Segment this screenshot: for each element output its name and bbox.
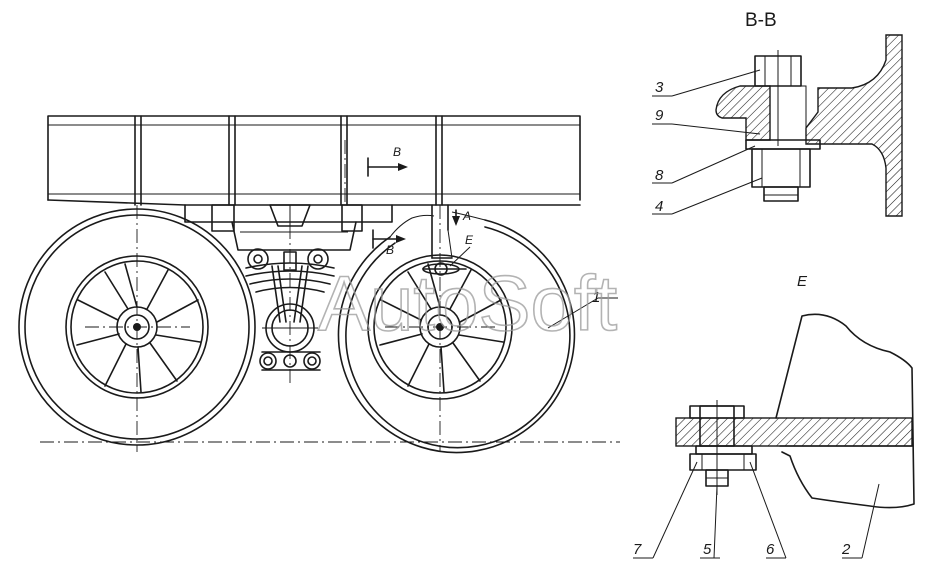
nut-4 — [751, 148, 811, 202]
callout-5: 5 — [700, 485, 720, 559]
mounting-plate — [675, 417, 913, 447]
bolt-5 — [689, 400, 745, 495]
section-mark-upper: B — [367, 145, 408, 177]
callout-3: 3 — [652, 69, 761, 97]
callout-4: 4 — [652, 177, 763, 215]
callout-label-6: 6 — [766, 541, 775, 558]
view-label-a: A — [462, 209, 471, 223]
frame-ribs — [134, 115, 443, 206]
watermark-text: AutoSoft — [318, 259, 618, 347]
part-2-outline — [775, 313, 915, 509]
callout-label-2: 2 — [841, 541, 851, 558]
callout-label-4: 4 — [655, 198, 663, 215]
mounting-area-e — [422, 204, 467, 276]
section-mark-lower: B — [372, 229, 406, 257]
callout-1: 1 — [547, 289, 618, 329]
callout-label-5: 5 — [703, 541, 712, 558]
section-bb-title: B-B — [745, 10, 777, 31]
section-label-lower: B — [386, 243, 394, 257]
detail-e-view: E 7 5 — [633, 273, 915, 559]
callout-7: 7 — [633, 461, 698, 559]
suspension-bracket — [184, 204, 393, 251]
callout-label-8: 8 — [655, 167, 664, 184]
callout-label-9: 9 — [655, 107, 664, 124]
trailer-frame — [47, 115, 581, 206]
callout-8: 8 — [652, 145, 756, 184]
callout-9: 9 — [652, 107, 761, 135]
callout-label-1: 1 — [592, 289, 600, 306]
section-bb-view: B-B 3 9 — [652, 10, 903, 217]
view-arrow-a: A — [452, 209, 471, 226]
callout-2: 2 — [841, 483, 880, 559]
center-lines — [85, 140, 495, 452]
frame-profile — [805, 34, 903, 217]
callout-label-7: 7 — [633, 541, 642, 558]
nut-7 — [689, 453, 757, 471]
washer-6 — [695, 445, 753, 455]
detail-e-title: E — [797, 273, 808, 290]
callout-label-3: 3 — [655, 79, 664, 96]
detail-mark-e: E — [465, 233, 474, 247]
section-label-upper: B — [393, 145, 401, 159]
callout-6: 6 — [749, 461, 787, 559]
main-side-view: B B A E 1 — [18, 115, 620, 454]
